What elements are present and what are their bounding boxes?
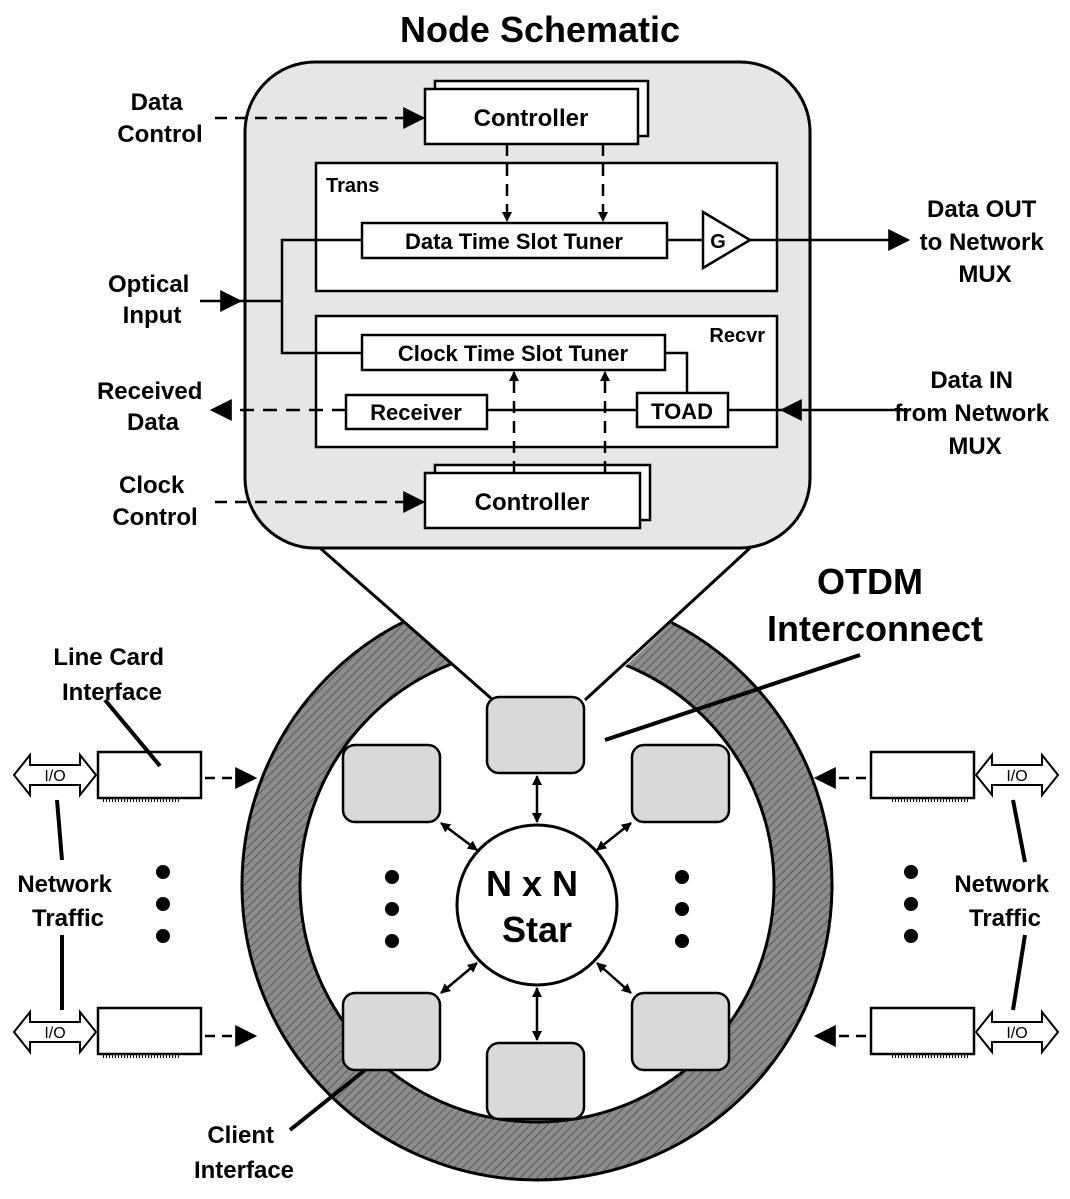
toad-feedback-line	[665, 351, 689, 393]
ellipsis-dots	[156, 865, 918, 948]
svg-text:I/O: I/O	[44, 768, 65, 785]
trans-label: Trans	[326, 175, 379, 197]
client-interface-pointer	[288, 1068, 367, 1132]
node-upper-left	[341, 743, 442, 824]
receiver-box	[344, 393, 489, 431]
client-interface-label: Client Interface	[194, 1122, 294, 1184]
amplifier-triangle	[701, 209, 753, 271]
clock-control-label: Clock Control	[112, 472, 197, 531]
io-arrow-left-bottom: I/O	[12, 1009, 98, 1055]
star-coupler	[455, 823, 619, 987]
io-arrow-left-top: I/O	[12, 752, 98, 798]
svg-text:I/O: I/O	[44, 1025, 65, 1042]
receiver-label: Receiver	[370, 400, 462, 425]
io-arrow-right-bottom: I/O	[974, 1009, 1060, 1055]
data-out-label: Data OUT to Network MUX	[920, 196, 1051, 288]
optical-input-label: Optical Input	[108, 271, 196, 329]
data-time-slot-tuner	[360, 221, 669, 260]
star-label: N x N Star	[486, 863, 588, 950]
ring-nodes	[341, 695, 731, 1121]
node-bottom	[485, 1041, 586, 1121]
line-card-interface-label: Line Card Interface	[53, 644, 170, 706]
line-card-left-top	[96, 750, 258, 802]
top-controller: Controller	[423, 79, 650, 146]
bottom-controller: Controller	[423, 463, 652, 530]
io-arrow-right-top: I/O	[974, 752, 1060, 798]
data-in-label: Data IN from Network MUX	[894, 367, 1055, 460]
network-traffic-pointers	[55, 799, 1027, 1011]
node-top	[485, 695, 586, 775]
svg-text:I/O: I/O	[1006, 1025, 1027, 1042]
star-links	[440, 775, 632, 1041]
amplifier-label: G	[710, 231, 726, 253]
line-card-pointer	[103, 698, 162, 768]
bottom-controller-label: Controller	[475, 489, 590, 516]
clock-tuner-label: Clock Time Slot Tuner	[398, 341, 629, 366]
optical-input-path	[200, 238, 362, 355]
data-tuner-label: Data Time Slot Tuner	[405, 229, 623, 254]
diagram-title: Node Schematic	[400, 9, 680, 50]
line-card-left-bottom	[96, 1006, 258, 1058]
line-card-right-bottom	[813, 1006, 976, 1058]
received-data-label: Received Data	[97, 378, 209, 436]
top-controller-label: Controller	[474, 105, 589, 132]
otdm-pointer-line	[604, 653, 861, 742]
line-card-right-top	[813, 750, 976, 802]
otdm-interconnect-label: OTDM Interconnect	[767, 561, 983, 649]
node-upper-right	[630, 743, 731, 824]
zoom-funnel	[319, 546, 752, 702]
recvr-label: Recvr	[709, 325, 765, 347]
data-control-label: Data Control	[117, 89, 202, 148]
node-lower-left	[341, 991, 442, 1072]
network-traffic-right-label: Network Traffic	[954, 871, 1055, 932]
clock-time-slot-tuner	[360, 333, 667, 372]
network-traffic-left-label: Network Traffic	[17, 871, 118, 932]
toad-label: TOAD	[651, 399, 713, 424]
node-lower-right	[630, 991, 731, 1072]
svg-text:I/O: I/O	[1006, 768, 1027, 785]
toad-box	[635, 391, 730, 429]
